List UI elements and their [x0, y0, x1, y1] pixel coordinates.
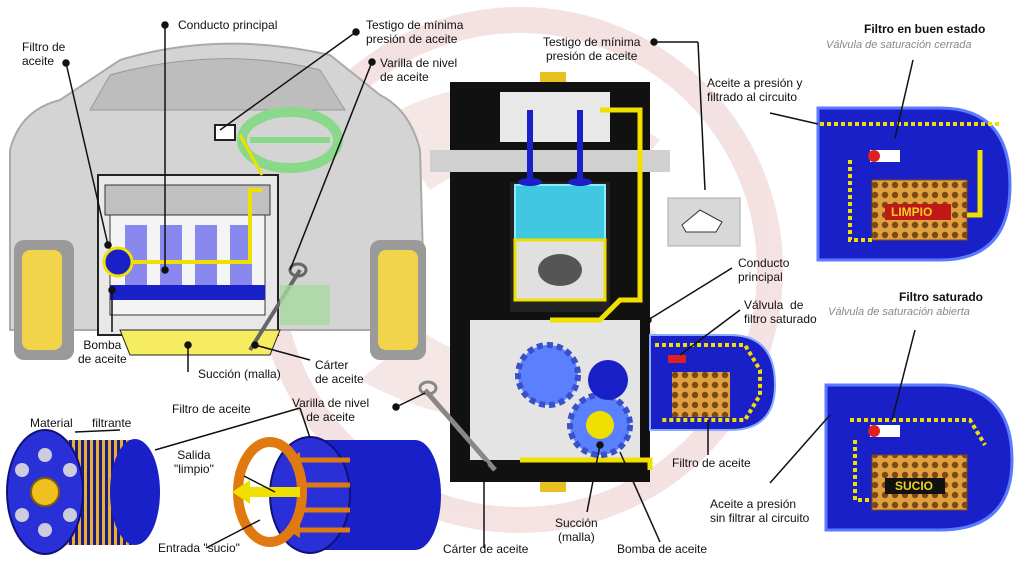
filter-housing-center — [649, 334, 777, 431]
label-valvula-mid: Válvula de filtro saturado — [744, 298, 817, 326]
label-sucio: SUCIO — [895, 479, 934, 493]
engine-block-left — [97, 124, 330, 356]
label-aceite-sin-filtrar: Aceite a presión sin filtrar al circuito — [710, 497, 810, 525]
label-varilla-top: Varilla de nivel de aceite — [380, 56, 458, 84]
filter-saturated-state — [824, 383, 1014, 532]
label-conducto-mid: Conducto principal — [738, 256, 790, 284]
label-saturado-sub: Válvula de saturación abierta — [828, 306, 970, 318]
label-entrada: Entrada "sucio" — [158, 541, 240, 555]
label-limpio: LIMPIO — [891, 205, 933, 219]
label-testigo-top: Testigo de mínima presión de aceite — [366, 18, 464, 46]
label-filtro-aceite-mid: Filtro de aceite — [672, 456, 751, 470]
filter-cartridge-flow — [232, 436, 441, 554]
label-carter-mid: Cárter de aceite — [443, 542, 529, 556]
label-filtrante: filtrante — [92, 416, 132, 430]
label-succion-left: Succión (malla) — [198, 367, 281, 381]
label-salida: Salida "limpio" — [174, 448, 214, 476]
label-aceite-filtrado: Aceite a presión y filtrado al circuito — [707, 76, 803, 104]
label-material: Material — [30, 416, 73, 430]
filter-cartridge-left — [6, 429, 160, 555]
label-testigo-mid: Testigo de mínima presión de aceite — [543, 35, 641, 63]
label-buen-estado-title: Filtro en buen estado — [864, 22, 986, 36]
label-bomba-left: Bomba de aceite — [78, 338, 127, 366]
label-varilla-mid: Varilla de nivel de aceite — [292, 396, 370, 424]
filter-good-state — [816, 106, 1012, 262]
label-conducto-principal-top: Conducto principal — [178, 18, 278, 32]
engine-cross-section — [418, 72, 670, 492]
leader-lines — [62, 21, 916, 549]
label-buen-estado-sub: Válvula de saturación cerrada — [826, 39, 972, 51]
pressure-warning-icon — [667, 197, 741, 247]
label-filtro-aceite-left: Filtro de aceite — [22, 40, 66, 68]
label-saturado-title: Filtro saturado — [899, 290, 984, 304]
label-filtro-aceite-bottom: Filtro de aceite — [172, 402, 251, 416]
label-carter-left: Cárter de aceite — [315, 358, 364, 386]
label-succion-mid: Succión (malla) — [555, 516, 598, 544]
label-bomba-mid: Bomba de aceite — [617, 542, 708, 556]
